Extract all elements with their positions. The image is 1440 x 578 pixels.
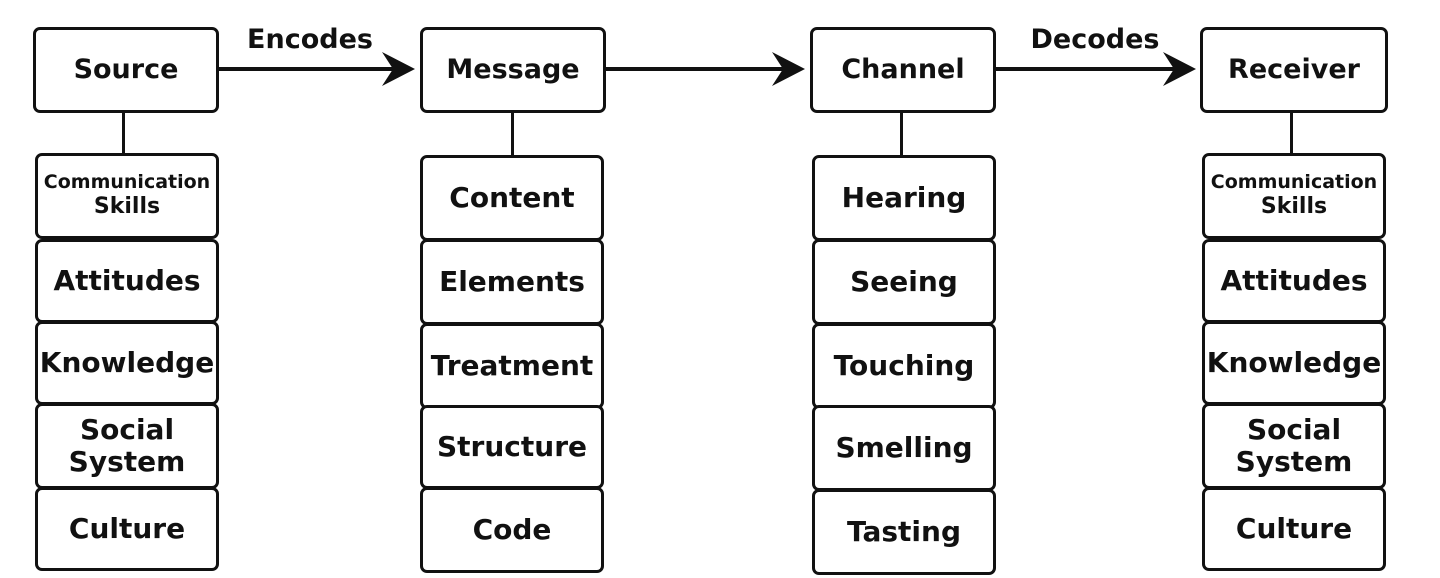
receiver-item-culture: Culture xyxy=(1202,487,1386,571)
channel-item-touching: Touching xyxy=(812,323,996,409)
channel-item-tasting: Tasting xyxy=(812,489,996,575)
message-item-structure: Structure xyxy=(420,405,604,489)
message-connector xyxy=(511,113,514,157)
receiver-item-social-system: Social System xyxy=(1202,403,1386,489)
source-item-attitudes: Attitudes xyxy=(35,239,219,323)
message-item-code: Code xyxy=(420,487,604,573)
item-line: Communication xyxy=(1210,171,1378,194)
source-item-culture: Culture xyxy=(35,487,219,571)
message-box: Message xyxy=(420,27,606,113)
source-box: Source xyxy=(33,27,219,113)
source-item-communication-skills: Communication Skills xyxy=(35,153,219,239)
receiver-item-attitudes: Attitudes xyxy=(1202,239,1386,323)
arrow-message-to-channel xyxy=(606,52,805,86)
arrow-source-to-message xyxy=(218,52,415,86)
channel-item-seeing: Seeing xyxy=(812,239,996,325)
item-line: Communication xyxy=(43,171,211,194)
source-connector xyxy=(122,113,125,155)
receiver-connector xyxy=(1290,113,1293,155)
item-line: Skills xyxy=(93,194,161,220)
item-line: System xyxy=(1235,445,1353,478)
receiver-box: Receiver xyxy=(1200,27,1388,113)
channel-item-hearing: Hearing xyxy=(812,155,996,241)
item-line: Social xyxy=(1246,412,1342,446)
item-line: System xyxy=(68,445,186,478)
receiver-item-knowledge: Knowledge xyxy=(1202,321,1386,405)
message-item-content: Content xyxy=(420,155,604,241)
item-line: Social xyxy=(79,412,175,446)
channel-item-smelling: Smelling xyxy=(812,405,996,491)
channel-box: Channel xyxy=(810,27,996,113)
source-item-social-system: Social System xyxy=(35,403,219,489)
item-line: Skills xyxy=(1260,194,1328,220)
decodes-label: Decodes xyxy=(1030,24,1160,55)
source-item-knowledge: Knowledge xyxy=(35,321,219,405)
arrow-channel-to-receiver xyxy=(996,52,1196,86)
message-item-elements: Elements xyxy=(420,239,604,325)
receiver-item-communication-skills: Communication Skills xyxy=(1202,153,1386,239)
encodes-label: Encodes xyxy=(247,24,373,55)
channel-connector xyxy=(900,113,903,157)
message-item-treatment: Treatment xyxy=(420,323,604,409)
